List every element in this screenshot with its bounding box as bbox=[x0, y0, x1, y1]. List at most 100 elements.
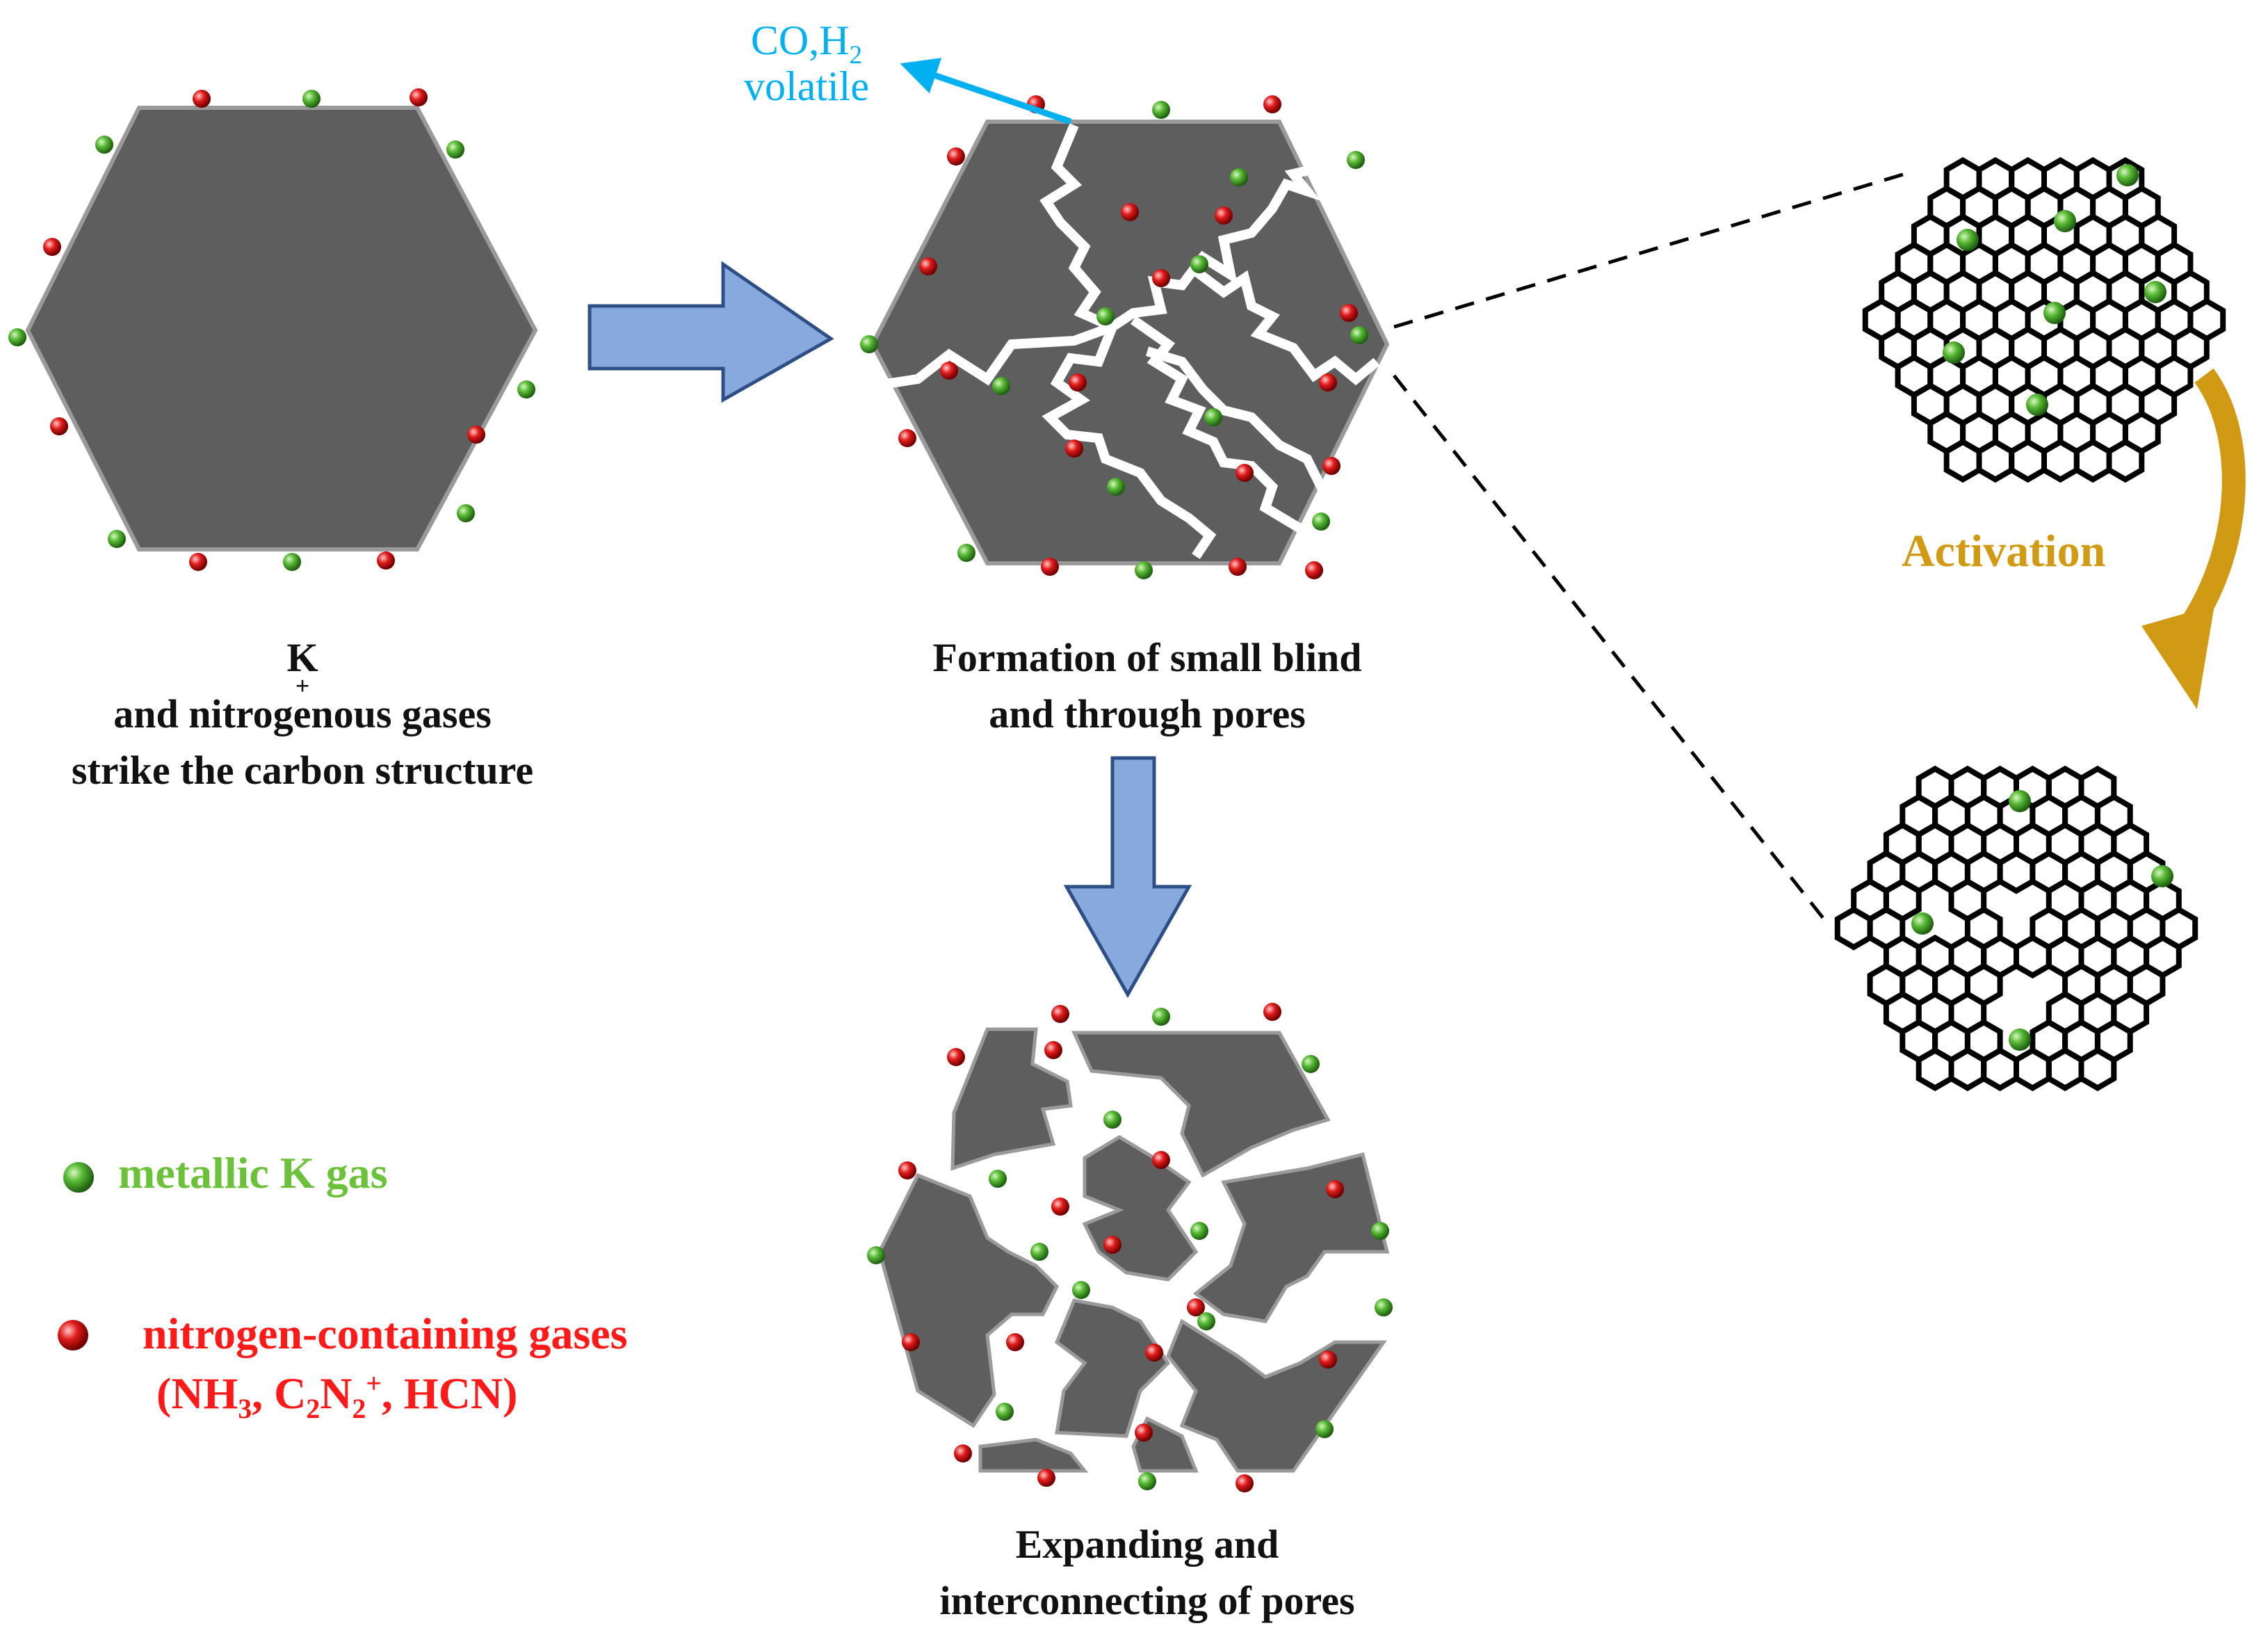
k-gas-sphere bbox=[1072, 1281, 1090, 1299]
k-gas-sphere bbox=[2026, 394, 2048, 416]
k-gas-sphere bbox=[108, 530, 126, 548]
stage1-gas-particles bbox=[8, 88, 535, 571]
caption-stage1-line1: and nitrogenous gases bbox=[113, 691, 492, 737]
k-gas-sphere bbox=[517, 380, 535, 398]
nitrogen-gas-sphere bbox=[1319, 1351, 1337, 1369]
nitrogen-gas-sphere bbox=[919, 257, 937, 275]
nitrogen-gas-sphere bbox=[898, 1161, 916, 1179]
k-gas-sphere bbox=[996, 1403, 1014, 1421]
k-gas-sphere bbox=[302, 90, 321, 108]
k-gas-sphere bbox=[283, 553, 301, 571]
nitrogen-gas-sphere bbox=[1103, 1236, 1121, 1254]
k-gas-sphere bbox=[457, 504, 475, 522]
k-gas-sphere bbox=[1230, 168, 1248, 186]
k-gas-sphere bbox=[1371, 1222, 1389, 1240]
stage3-gas-particles bbox=[867, 1003, 1393, 1492]
legend-n-sub2: 2 bbox=[306, 1394, 321, 1425]
k-gas-sphere bbox=[1911, 912, 1934, 935]
k-gas-sphere bbox=[2144, 281, 2166, 303]
nitrogen-gas-sphere bbox=[1152, 269, 1170, 287]
nitrogen-gas-sphere bbox=[1322, 457, 1340, 475]
graphene-ring bbox=[1948, 1047, 1987, 1092]
legend-n-c: , C bbox=[252, 1369, 307, 1419]
nitrogen-gas-sphere bbox=[947, 1048, 965, 1066]
k-gas-sphere bbox=[95, 136, 113, 154]
graphene-ring bbox=[2014, 934, 2052, 979]
legend-n-hcn: , HCN) bbox=[381, 1369, 518, 1419]
nitrogen-gas-sphere bbox=[1319, 373, 1337, 392]
legend-k-sphere bbox=[63, 1162, 94, 1193]
legend-n-line1: nitrogen-containing gases bbox=[143, 1309, 628, 1358]
nitrogen-gas-sphere bbox=[1187, 1298, 1205, 1316]
volatile-co-h: CO,H bbox=[750, 17, 850, 63]
legend-k-label: metallic K gas bbox=[118, 1148, 388, 1198]
nitrogen-gas-sphere bbox=[954, 1444, 972, 1462]
k-gas-sphere bbox=[2009, 1029, 2031, 1051]
nitrogen-gas-sphere bbox=[189, 553, 207, 571]
graphene-sheet-after bbox=[1834, 765, 2198, 1092]
graphene-ring bbox=[2014, 1047, 2052, 1092]
nitrogen-gas-sphere bbox=[1041, 558, 1059, 576]
nitrogen-gas-sphere bbox=[1051, 1005, 1069, 1023]
nitrogen-gas-sphere bbox=[1326, 1180, 1344, 1198]
activation-arrow bbox=[2141, 368, 2246, 709]
legend-n-nh: (NH bbox=[156, 1369, 238, 1419]
nitrogen-gas-sphere bbox=[377, 551, 395, 570]
nitrogen-gas-sphere bbox=[1044, 1041, 1062, 1059]
nitrogen-gas-sphere bbox=[1037, 1469, 1055, 1487]
k-gas-sphere bbox=[1350, 326, 1368, 344]
caption-stage3-line2: interconnecting of pores bbox=[939, 1578, 1355, 1624]
graphene-ring bbox=[1834, 906, 1873, 951]
nitrogen-gas-sphere bbox=[902, 1333, 920, 1351]
caption-stage1-line2: strike the carbon structure bbox=[71, 748, 534, 793]
nitrogen-gas-sphere bbox=[898, 429, 916, 447]
nitrogen-gas-sphere bbox=[43, 238, 61, 256]
k-gas-sphere bbox=[1030, 1243, 1048, 1261]
k-gas-sphere bbox=[867, 1246, 885, 1264]
k-gas-sphere bbox=[989, 1170, 1007, 1188]
graphene-ring bbox=[2078, 1047, 2117, 1092]
nitrogen-gas-sphere bbox=[1135, 1424, 1153, 1442]
graphene-ring bbox=[2073, 438, 2112, 483]
k-gas-sphere bbox=[1197, 1312, 1215, 1330]
k-gas-sphere bbox=[446, 140, 464, 159]
k-gas-sphere bbox=[2151, 865, 2173, 887]
nitrogen-gas-sphere bbox=[1065, 440, 1083, 458]
nitrogen-gas-sphere bbox=[1263, 1003, 1281, 1021]
graphene-ring bbox=[2106, 438, 2145, 483]
k-gas-sphere bbox=[1312, 513, 1330, 531]
activation-label: Activation bbox=[1902, 526, 2106, 577]
caption-stage2-line1: Formation of small blind bbox=[932, 635, 1362, 680]
legend-n-sub1: 3 bbox=[238, 1394, 252, 1425]
k-gas-sphere bbox=[957, 544, 975, 562]
nitrogen-gas-sphere bbox=[1145, 1344, 1163, 1362]
graphene-ring bbox=[1943, 438, 1982, 483]
legend-n-n: N bbox=[320, 1369, 353, 1419]
k-gas-sphere bbox=[992, 377, 1010, 395]
k-gas-sphere bbox=[1375, 1298, 1393, 1316]
nitrogen-gas-sphere bbox=[410, 88, 428, 106]
nitrogen-gas-sphere bbox=[1236, 464, 1254, 482]
legend-n-sup: + bbox=[366, 1369, 382, 1400]
legend-n-sub3: 2 bbox=[352, 1394, 366, 1425]
caption-stage3-line1: Expanding and bbox=[1015, 1522, 1279, 1567]
k-gas-sphere bbox=[1096, 307, 1115, 325]
k-gas-sphere bbox=[1107, 478, 1125, 496]
legend-n-sphere bbox=[58, 1320, 88, 1351]
graphene-ring bbox=[2009, 438, 2047, 483]
right-arrow bbox=[588, 261, 834, 403]
nitrogen-gas-sphere bbox=[1236, 1474, 1254, 1492]
caption-stage3: Expanding and interconnecting of pores bbox=[848, 1516, 1446, 1629]
k-gas-sphere bbox=[1152, 101, 1170, 119]
nitrogen-gas-sphere bbox=[1305, 561, 1323, 579]
k-gas-sphere bbox=[1957, 229, 1979, 251]
caption-stage2: Formation of small blind and through por… bbox=[848, 629, 1446, 742]
graphene-ring bbox=[2046, 1047, 2084, 1092]
volatile-word: volatile bbox=[744, 63, 869, 109]
zoom-lines bbox=[1393, 172, 1906, 926]
graphene-sheet-before bbox=[1862, 156, 2226, 483]
k-gas-sphere bbox=[1103, 1111, 1121, 1129]
k-gas-sphere bbox=[1190, 255, 1208, 273]
nitrogen-gas-sphere bbox=[1263, 95, 1281, 113]
